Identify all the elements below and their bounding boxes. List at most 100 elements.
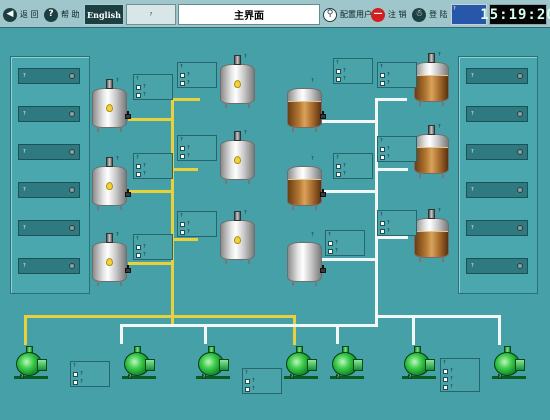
valve-row: ? (245, 385, 279, 393)
pump-icon (124, 352, 150, 376)
mixing-tank[interactable]: ? (220, 210, 255, 266)
tank-vessel (287, 166, 322, 206)
valve-checkbox[interactable] (443, 368, 448, 374)
centrifugal-pump[interactable]: ? (284, 346, 318, 382)
logout-button[interactable]: — 注 销 (371, 4, 407, 25)
valve-box-title: ? (136, 76, 139, 82)
mixing-tank[interactable]: ? (220, 54, 255, 110)
outlet-valve-icon[interactable] (125, 265, 131, 273)
valve-box-title: ? (336, 155, 339, 161)
white-pipe (322, 120, 375, 123)
indicator-label: ? (23, 187, 26, 193)
valve-checkbox[interactable] (336, 171, 341, 177)
pump-tag: ? (128, 374, 133, 379)
valve-row-label: ? (143, 252, 146, 258)
logout-label: 注 销 (388, 10, 407, 19)
valve-checkbox[interactable] (336, 76, 341, 82)
config-user-button[interactable]: ⚲ 配置用户 (323, 4, 372, 25)
mixing-tank[interactable]: ? (92, 78, 131, 134)
outlet-valve-icon[interactable] (320, 111, 326, 119)
valve-checkbox[interactable] (136, 92, 141, 98)
valve-row-label: ? (187, 80, 190, 86)
valve-checkbox[interactable] (443, 376, 448, 382)
valve-checkbox[interactable] (73, 371, 78, 377)
valve-checkbox[interactable] (180, 80, 185, 86)
left-indicator-panel: ? ? ? ? ? ? (10, 56, 90, 294)
centrifugal-pump[interactable]: ? (402, 346, 436, 382)
centrifugal-pump[interactable]: ? (330, 346, 364, 382)
valve-checkbox[interactable] (136, 163, 141, 169)
valve-control-box: ? ? ? (377, 210, 417, 236)
pump-valve-box: ? ? ? ? (440, 358, 480, 392)
valve-checkbox[interactable] (443, 384, 448, 390)
status-led-icon (69, 225, 75, 231)
pump-valve-box: ? ? ? (242, 368, 282, 394)
valve-box-title: ? (136, 236, 139, 242)
valve-box-title: ? (380, 64, 383, 70)
valve-box-title: ? (380, 138, 383, 144)
valve-checkbox[interactable] (180, 221, 185, 227)
valve-checkbox[interactable] (380, 146, 385, 152)
outlet-valve-icon[interactable] (125, 111, 131, 119)
valve-checkbox[interactable] (380, 72, 385, 78)
indicator: ? (18, 106, 80, 122)
valve-row: ? (136, 83, 170, 91)
yellow-pipe (171, 98, 174, 316)
storage-tank[interactable]: ? (287, 232, 326, 288)
centrifugal-pump[interactable]: ? (196, 346, 230, 382)
english-button[interactable]: English (84, 4, 124, 25)
valve-checkbox[interactable] (380, 228, 385, 234)
valve-checkbox[interactable] (336, 68, 341, 74)
login-button[interactable]: ☃ 登 陆 (412, 4, 448, 25)
mixing-tank[interactable]: ? (92, 156, 131, 212)
centrifugal-pump[interactable]: ? (122, 346, 156, 382)
mixing-tank[interactable]: ? (414, 208, 449, 264)
centrifugal-pump[interactable]: ? (14, 346, 48, 382)
mixer-motor-icon (428, 209, 435, 219)
valve-checkbox[interactable] (136, 171, 141, 177)
valve-checkbox[interactable] (336, 163, 341, 169)
valve-row-label: ? (187, 153, 190, 159)
back-button[interactable]: ◀ 返 回 (3, 4, 39, 25)
valve-checkbox[interactable] (180, 153, 185, 159)
valve-checkbox[interactable] (136, 84, 141, 90)
outlet-valve-icon[interactable] (320, 265, 326, 273)
valve-checkbox[interactable] (73, 379, 78, 385)
valve-row-label: ? (387, 228, 390, 234)
valve-box-title: ? (328, 232, 331, 238)
pump-tag: ? (498, 374, 503, 379)
outlet-valve-icon[interactable] (320, 189, 326, 197)
mixing-tank[interactable]: ? (414, 124, 449, 180)
valve-checkbox[interactable] (380, 80, 385, 86)
valve-checkbox[interactable] (180, 229, 185, 235)
valve-checkbox[interactable] (136, 244, 141, 250)
pump-icon (286, 352, 312, 376)
white-pipe (322, 258, 375, 261)
help-icon: ? (44, 7, 58, 22)
mixing-tank[interactable]: ? (220, 130, 255, 186)
valve-row: ? (336, 67, 370, 75)
valve-checkbox[interactable] (245, 378, 250, 384)
valve-checkbox[interactable] (180, 72, 185, 78)
pump-motor-icon (37, 359, 47, 371)
tank-legs (419, 174, 444, 178)
help-button[interactable]: ? 帮 助 (44, 4, 80, 25)
white-pipe (322, 190, 375, 193)
valve-checkbox[interactable] (380, 154, 385, 160)
outlet-valve-icon[interactable] (125, 189, 131, 197)
tank-id: ? (116, 156, 119, 162)
tank-legs (292, 128, 317, 132)
centrifugal-pump[interactable]: ? (492, 346, 526, 382)
storage-tank[interactable]: ? (287, 156, 326, 212)
valve-checkbox[interactable] (245, 386, 250, 392)
storage-tank[interactable]: ? (287, 78, 326, 134)
valve-checkbox[interactable] (328, 248, 333, 254)
valve-checkbox[interactable] (180, 145, 185, 151)
tank-id: ? (438, 208, 441, 214)
mixing-tank[interactable]: ? (92, 232, 131, 288)
valve-checkbox[interactable] (328, 240, 333, 246)
valve-checkbox[interactable] (380, 220, 385, 226)
valve-checkbox[interactable] (136, 252, 141, 258)
indicator-label: ? (471, 263, 474, 269)
mixing-tank[interactable]: ? (414, 52, 449, 108)
